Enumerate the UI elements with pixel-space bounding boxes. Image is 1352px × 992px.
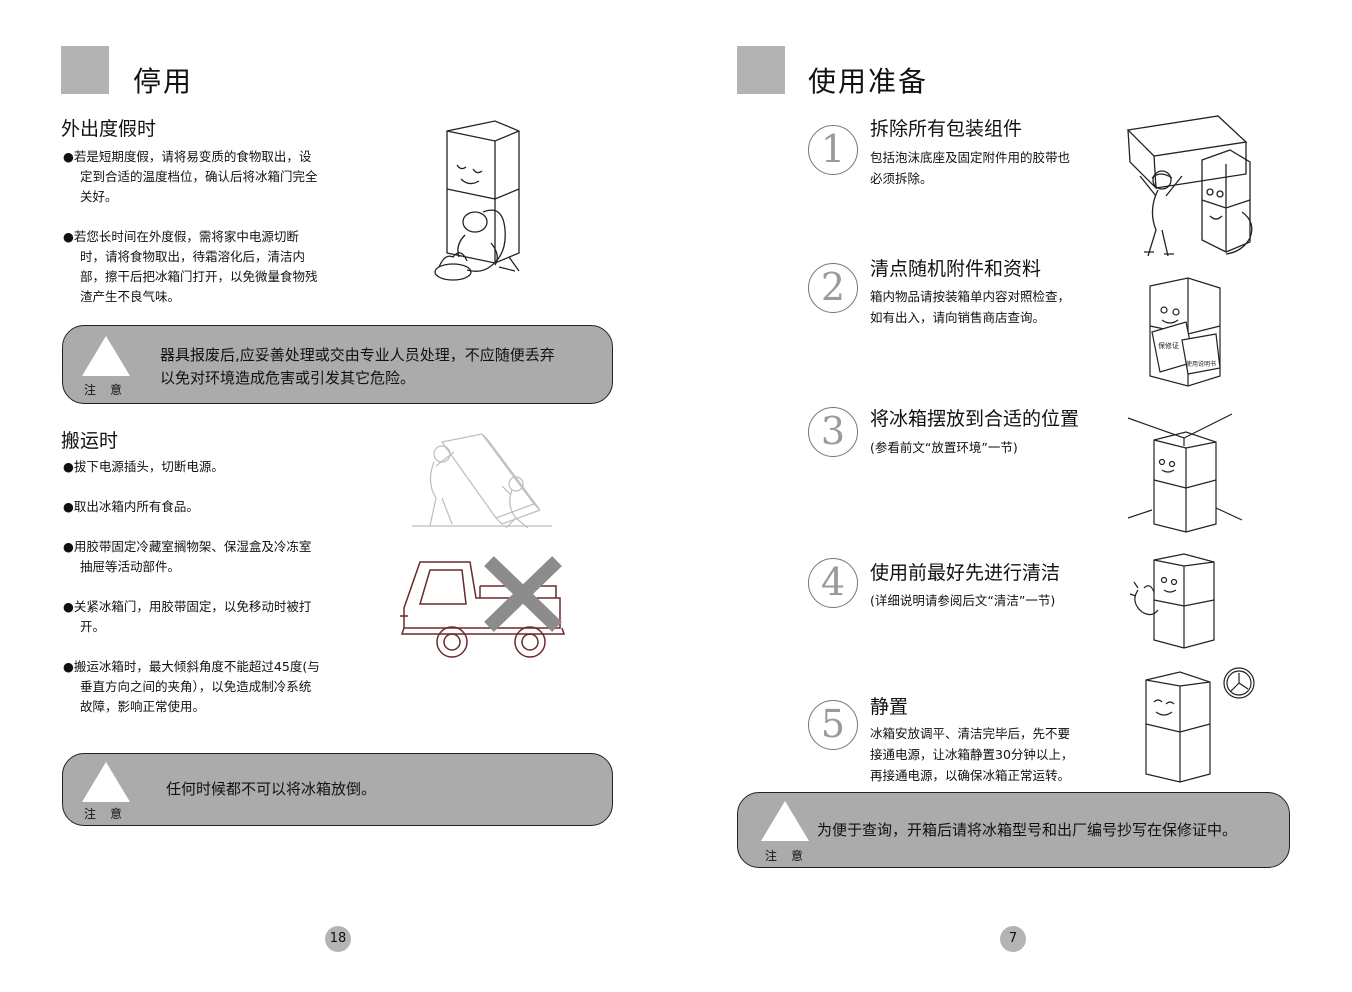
truck-prohibited-illustration [400,556,566,658]
disposal-notice: 注意 器具报废后,应妥善处理或交由专业人员处理，不应随便丢弃 以免对环境造成危害… [62,325,613,404]
step-desc-1: 包括泡沫底座及固定附件用的胶带也 必须拆除。 [870,150,1071,186]
notice-label: 注意 [84,383,137,397]
transport-heading: 搬运时 [61,430,119,452]
title-marker-square [737,46,785,94]
step-desc-2: 箱内物品请按装箱单内容对照检查， 如有出入，请向销售商店查询。 [870,289,1071,325]
page-number-right: 7 [1000,926,1026,952]
step-title-3: 将冰箱摆放到合适的位置 [870,408,1080,430]
warning-triangle-icon [82,762,130,802]
manual-label: 使用说明书 [1186,360,1216,368]
notice-text: 为便于查询，开箱后请将冰箱型号和出厂编号抄写在保修证中。 [817,821,1238,839]
transport-bullet-3: ●用胶带固定冷藏室搁物架、保湿盒及冷冻室 抽屉等活动部件。 [63,539,312,574]
transport-bullet-2: ●取出冰箱内所有食品。 [63,499,199,514]
page-title-left: 停用 [133,65,194,98]
transport-bullet-4: ●关紧冰箱门，用胶带固定，以免移动时被打 开。 [63,599,312,634]
step-number-5: 5 [808,700,858,750]
step-desc-4: (详细说明请参阅后文“清洁”一节) [870,593,1056,608]
fridge-cleaning-step-illustration [1129,553,1215,649]
step-desc-3: (参看前文“放置环境”一节) [870,440,1018,455]
vacation-bullet-2: ●若您长时间在外度假，需将家中电源切断 时，请将食物取出，待霜溶化后，清洁内 部… [63,229,318,304]
accessories-documents-illustration: 保修证 使用说明书 [1149,277,1221,387]
vacation-heading: 外出度假时 [61,118,157,140]
notice-label: 注意 [765,849,818,863]
warning-triangle-icon [761,801,809,841]
fridge-resting-illustration [1145,667,1255,783]
step-title-4: 使用前最好先进行清洁 [870,562,1061,584]
warranty-card-label: 保修证 [1158,341,1179,350]
transport-bullet-5: ●搬运冰箱时，最大倾斜角度不能超过45度(与 垂直方向之间的夹角），以免造成制冷… [63,659,320,714]
notice-text: 器具报废后,应妥善处理或交由专业人员处理，不应随便丢弃 以免对环境造成危害或引发… [160,346,555,387]
warning-triangle-icon [82,336,130,376]
step-title-1: 拆除所有包装组件 [870,118,1023,140]
notice-text: 任何时候都不可以将冰箱放倒。 [166,780,377,798]
fridge-in-corner-illustration [1127,413,1243,533]
record-serial-notice: 注意 为便于查询，开箱后请将冰箱型号和出厂编号抄写在保修证中。 [737,792,1290,868]
vacation-bullet-1: ●若是短期度假，请将易变质的食物取出，设 定到合适的温度档位，确认后将冰箱门完全… [63,149,318,204]
step-desc-5: 冰箱安放调平、清洁完毕后，先不要 接通电源，让冰箱静置30分钟以上， 再接通电源… [870,726,1074,783]
page-number-left: 18 [325,926,351,952]
no-tilt-notice: 注意 任何时候都不可以将冰箱放倒。 [62,753,613,826]
step-number-1: 1 [808,125,858,175]
step-title-2: 清点随机附件和资料 [870,258,1042,280]
unpacking-illustration [1126,115,1253,257]
movers-carrying-fridge-illustration [412,433,552,529]
fridge-cleaning-illustration [434,120,520,281]
page-title-right: 使用准备 [808,65,929,98]
step-title-5: 静置 [870,696,909,718]
notice-label: 注意 [84,807,137,821]
title-marker-square [61,46,109,94]
step-number-2: 2 [808,263,858,313]
transport-bullet-1: ●拔下电源插头，切断电源。 [63,459,224,474]
step-number-3: 3 [808,407,858,457]
step-number-4: 4 [808,558,858,608]
